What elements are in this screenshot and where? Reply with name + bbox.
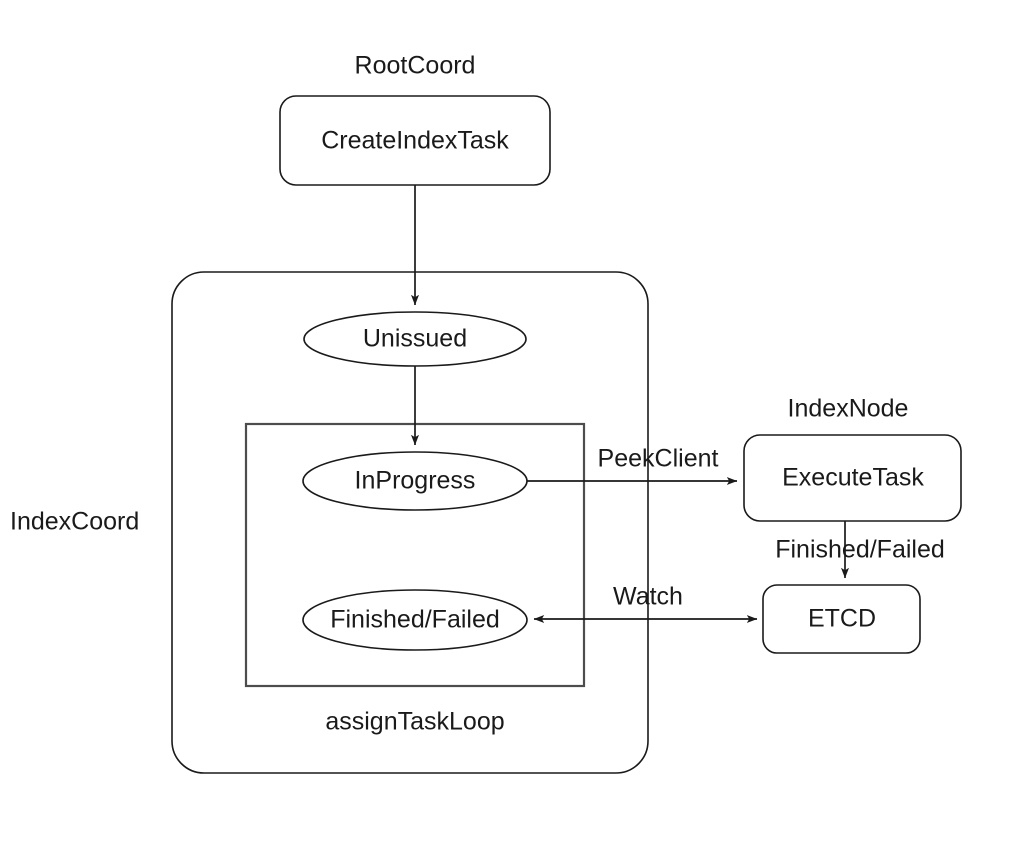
create-index-task-label: CreateIndexTask xyxy=(321,127,509,155)
node-create-index-task[interactable]: CreateIndexTask xyxy=(279,95,551,186)
node-execute-task[interactable]: ExecuteTask xyxy=(743,434,962,522)
in-progress-ellipse[interactable] xyxy=(302,451,528,511)
root-coord-label: RootCoord xyxy=(355,52,476,80)
edge-labels-layer: PeekClient Finished/Failed Watch xyxy=(598,445,945,611)
node-in-progress[interactable]: InProgress xyxy=(302,451,528,511)
edge-label-watch: Watch xyxy=(613,583,683,611)
execute-task-box[interactable] xyxy=(743,434,962,522)
execute-task-label: ExecuteTask xyxy=(782,464,924,492)
unissued-ellipse[interactable] xyxy=(303,311,527,367)
edge-label-peek-client: PeekClient xyxy=(598,445,719,473)
node-etcd[interactable]: ETCD xyxy=(762,584,921,654)
finished-failed-ellipse[interactable] xyxy=(302,589,528,651)
finished-failed-state-label: Finished/Failed xyxy=(330,606,500,634)
create-index-task-box[interactable] xyxy=(279,95,551,186)
in-progress-label: InProgress xyxy=(355,467,476,495)
node-finished-failed-state[interactable]: Finished/Failed xyxy=(302,589,528,651)
unissued-label: Unissued xyxy=(363,325,467,353)
index-coord-container xyxy=(171,271,649,774)
edges-layer xyxy=(411,185,849,623)
edge-label-finished-failed: Finished/Failed xyxy=(775,536,945,564)
index-node-label: IndexNode xyxy=(788,395,909,423)
index-coord-label: IndexCoord xyxy=(10,508,139,536)
etcd-label: ETCD xyxy=(808,605,876,633)
etcd-box[interactable] xyxy=(762,584,921,654)
node-unissued[interactable]: Unissued xyxy=(303,311,527,367)
assign-task-loop-label: assignTaskLoop xyxy=(325,708,504,736)
group-index-coord: IndexCoord xyxy=(10,271,649,774)
